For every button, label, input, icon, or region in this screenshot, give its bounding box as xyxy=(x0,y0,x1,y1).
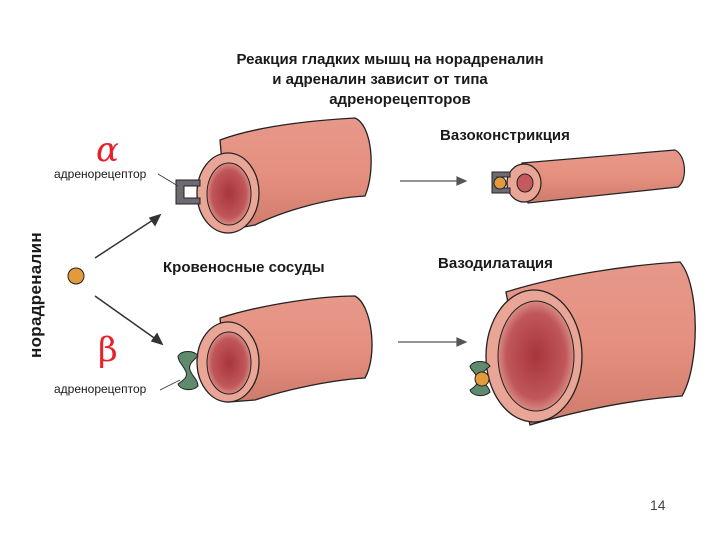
leader-alpha xyxy=(157,173,179,187)
vessel-constricted xyxy=(506,149,685,204)
arrow-up xyxy=(94,217,157,259)
vessel-beta xyxy=(196,295,373,403)
alpha-receptor-label: адренорецептор xyxy=(54,167,147,181)
ligand-dot xyxy=(67,267,85,285)
alpha-receptor-shape xyxy=(175,179,201,205)
vasoconstriction-label: Вазоконстрикция xyxy=(440,127,570,144)
slide-title: Реакция гладких мышц на норадреналин и а… xyxy=(200,50,580,110)
beta-receptor-bound xyxy=(469,361,491,397)
leader-beta xyxy=(159,379,181,391)
title-line-3: адренорецепторов xyxy=(329,91,471,108)
alpha-receptor-bound xyxy=(491,171,511,194)
vessels-label: Кровеносные сосуды xyxy=(163,259,325,276)
beta-receptor-shape xyxy=(177,351,199,391)
vessel-dilated xyxy=(485,261,696,426)
beta-receptor-label: адренорецептор xyxy=(54,382,147,396)
alpha-symbol: α xyxy=(96,130,119,170)
arrows xyxy=(94,213,164,346)
arrow-down xyxy=(94,295,158,341)
title-line-1: Реакция гладких мышц на норадреналин xyxy=(236,51,544,68)
page-number: 14 xyxy=(650,497,666,513)
beta-symbol: β xyxy=(98,330,118,370)
noradrenaline-label: норадреналин xyxy=(26,232,45,358)
title-line-2: и адреналин зависит от типа xyxy=(272,71,488,88)
vessel-alpha xyxy=(196,117,372,234)
vasodilation-label: Вазодилатация xyxy=(438,255,553,272)
